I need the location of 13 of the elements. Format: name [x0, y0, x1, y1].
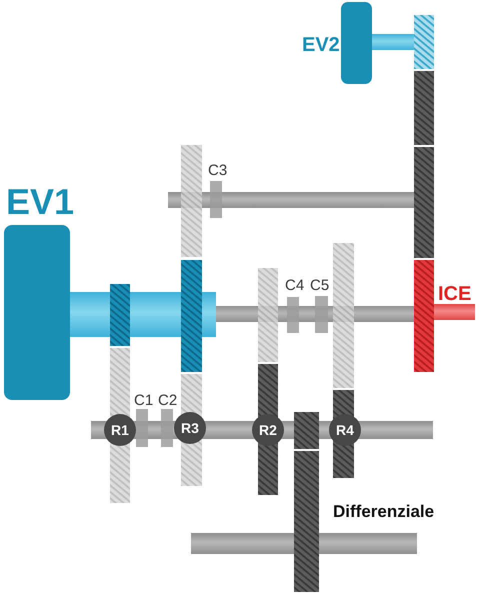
gear-badge: R4: [329, 414, 361, 446]
gear-badge: R2: [252, 414, 284, 446]
clutch-label: C2: [158, 393, 178, 408]
engine-label: ICE: [438, 284, 472, 304]
motor-label: EV2: [302, 35, 340, 55]
clutch-label: C3: [208, 163, 228, 178]
clutch-label: C5: [310, 278, 330, 293]
motor-label: EV1: [6, 184, 74, 220]
differential-label: Differenziale: [333, 503, 434, 520]
clutch-label: C1: [134, 393, 154, 408]
gear-badge: R3: [174, 412, 206, 444]
gear-badge: R1: [104, 414, 136, 446]
clutch-label: C4: [285, 278, 304, 293]
